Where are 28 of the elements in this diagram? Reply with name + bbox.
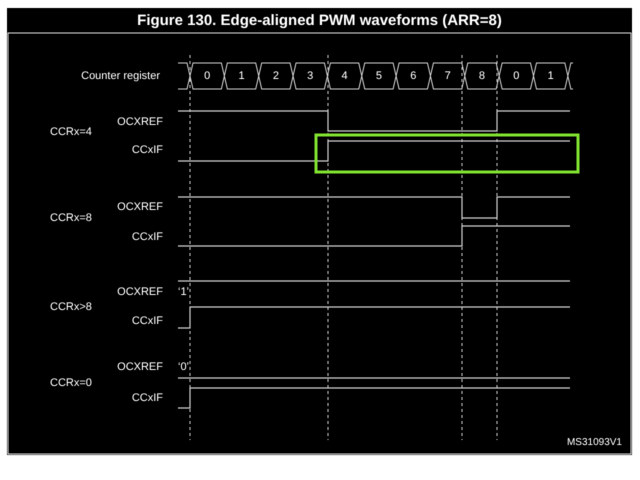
counter-value: 1 <box>237 70 246 83</box>
level-value: ‘1’ <box>178 286 190 299</box>
counter-value: 8 <box>478 70 486 83</box>
counter-value: 2 <box>272 70 280 83</box>
counter-value: 0 <box>203 70 212 83</box>
counter-value: 6 <box>409 70 418 83</box>
signal-label: OCXREF <box>117 286 163 299</box>
counter-value: 4 <box>340 70 349 83</box>
condition-label: CCRx>8 <box>50 301 92 314</box>
signal-label: Counter register <box>81 70 160 83</box>
signal-label: CCxIF <box>132 392 163 405</box>
signal-label: CCxIF <box>132 231 163 244</box>
condition-label: CCRx=4 <box>50 126 92 139</box>
counter-value: 7 <box>444 70 452 83</box>
signal-label: OCXREF <box>117 361 163 374</box>
condition-label: CCRx=8 <box>50 212 92 225</box>
signal-label: OCXREF <box>117 201 163 214</box>
level-value: ‘0’ <box>178 361 190 374</box>
signal-label: OCXREF <box>117 116 163 129</box>
signal-label: CCxIF <box>132 315 163 328</box>
counter-value: 0 <box>512 70 520 83</box>
counter-value: 1 <box>546 70 555 83</box>
counter-value: 5 <box>374 70 383 83</box>
figure-code: MS31093V1 <box>566 436 622 449</box>
counter-value: 3 <box>306 70 314 83</box>
signal-label: CCxIF <box>132 144 163 157</box>
figure-title: Figure 130. Edge-aligned PWM waveforms (ARR=8) <box>136 11 503 31</box>
condition-label: CCRx=0 <box>50 377 92 390</box>
